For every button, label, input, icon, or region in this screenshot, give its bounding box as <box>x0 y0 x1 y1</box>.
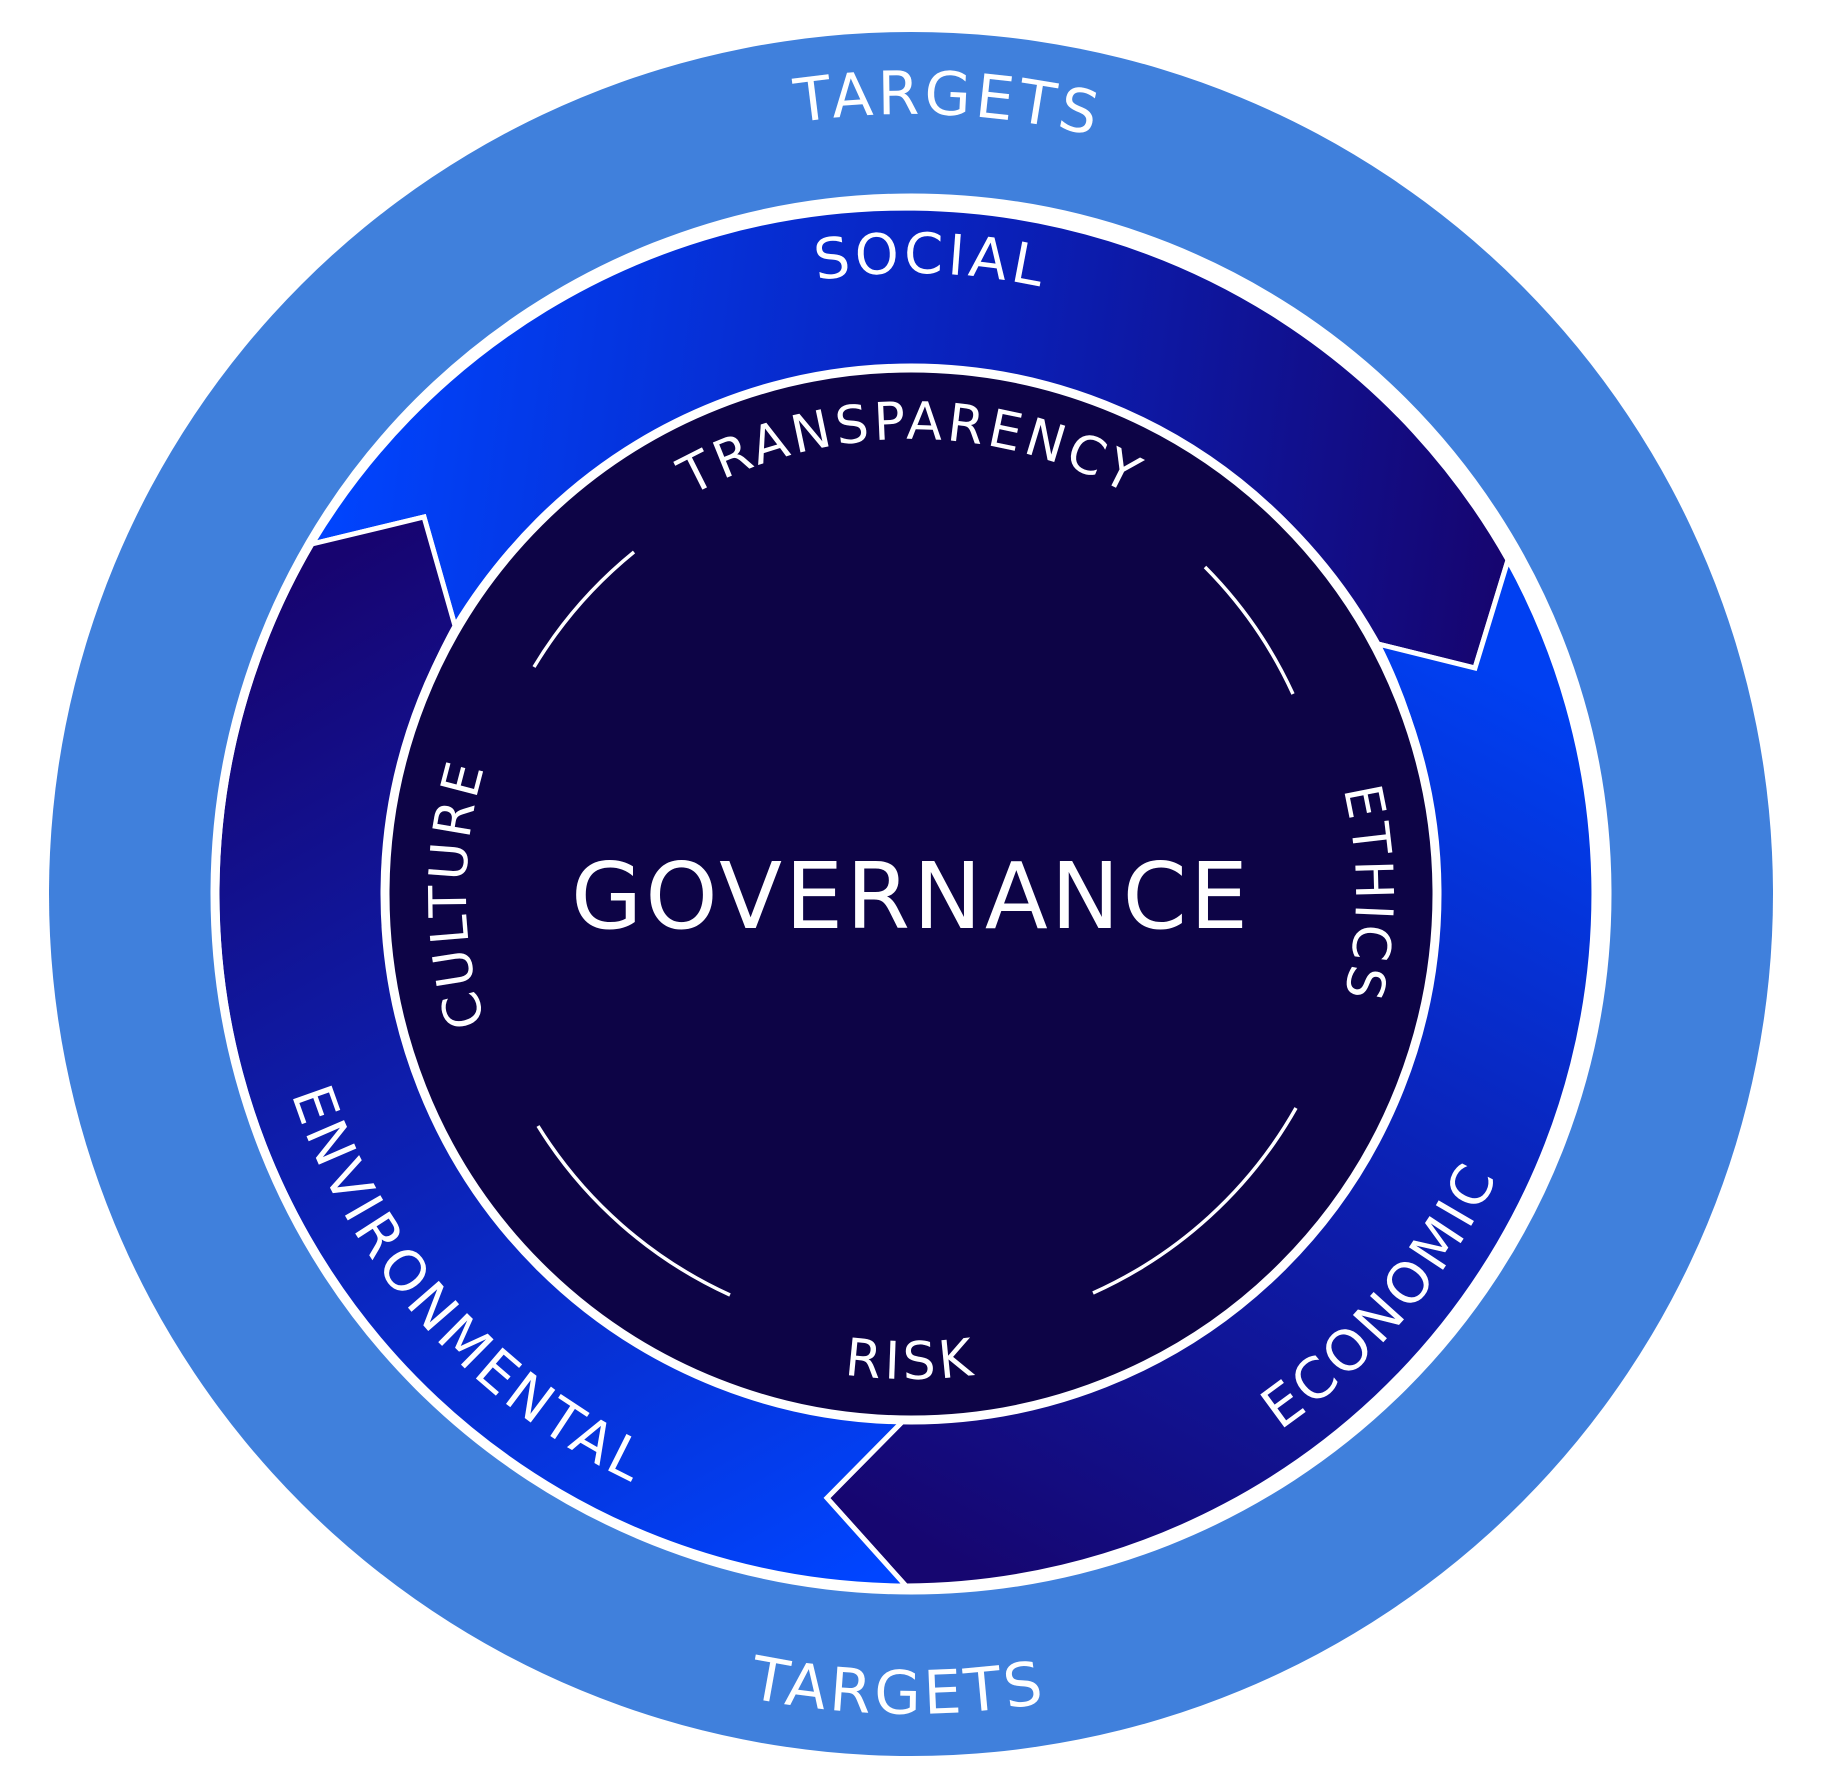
risk-label: RISK <box>843 1328 980 1392</box>
center-circle <box>380 363 1442 1425</box>
arc-top-left <box>532 550 636 668</box>
inner-arc-segments <box>532 550 1298 1297</box>
middle-ring-outline <box>210 193 1612 1595</box>
arc-bottom-left <box>536 1125 731 1297</box>
arc-bottom-right <box>1092 1107 1298 1295</box>
arc-top-right <box>1203 565 1295 695</box>
governance-label: GOVERNANCE <box>571 843 1251 950</box>
